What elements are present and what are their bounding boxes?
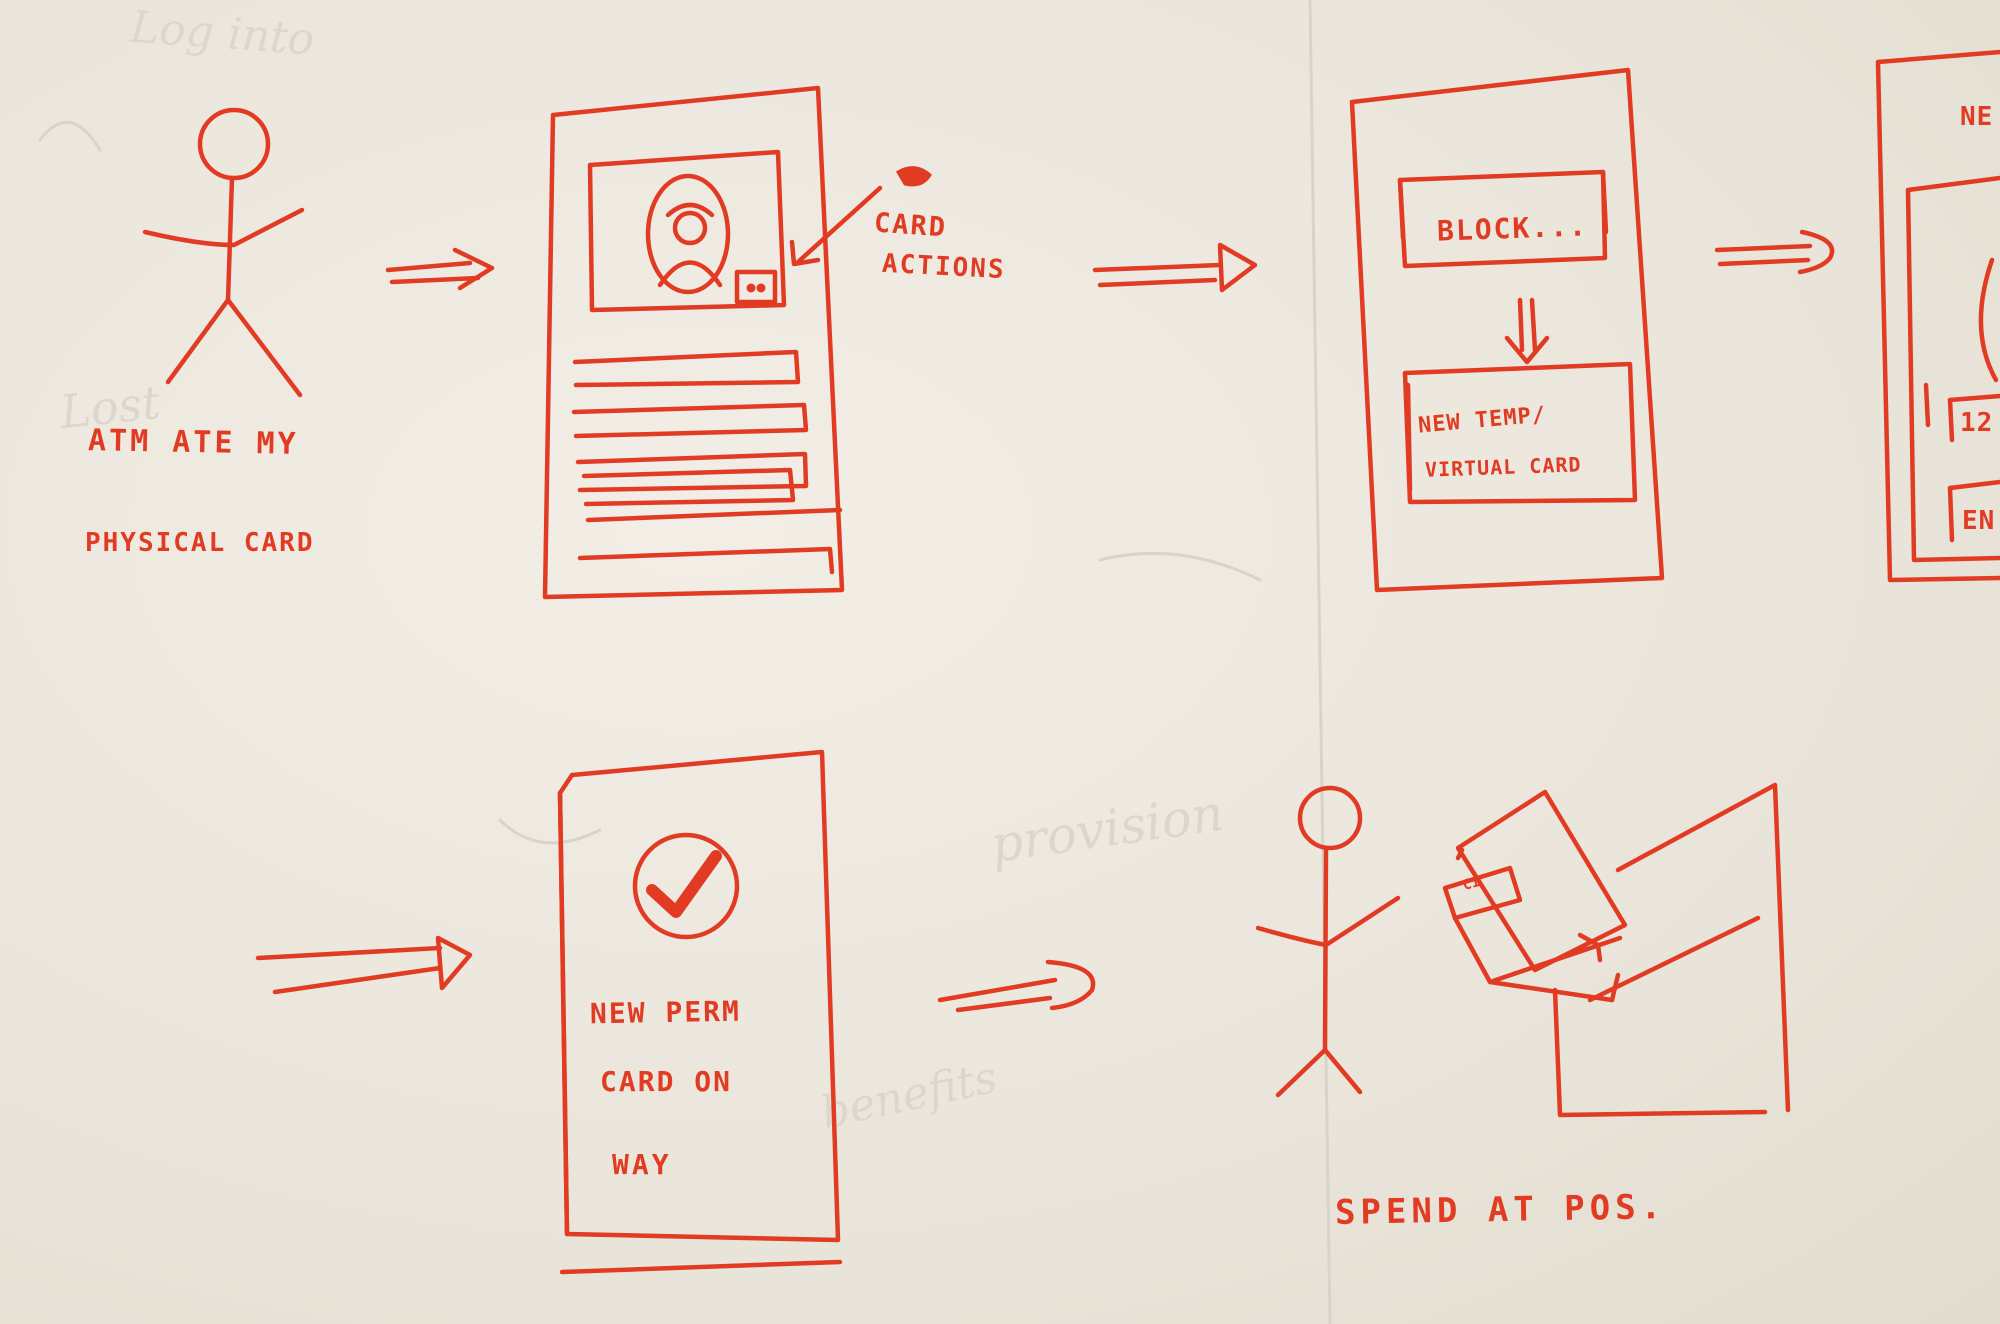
card-actions-label-line2: ACTIONS bbox=[881, 248, 1007, 286]
block-button-label: BLOCK... bbox=[1436, 209, 1589, 248]
phone-block-screen bbox=[1349, 67, 1665, 593]
arrow-icon bbox=[385, 247, 495, 291]
step1-caption-line1: ATM ATE MY bbox=[87, 423, 299, 462]
spend-at-pos-caption: SPEND AT POS. bbox=[1334, 1187, 1667, 1233]
new-perm-card-line3: WAY bbox=[612, 1148, 672, 1181]
partial-screen-ne: NE bbox=[1960, 102, 1994, 132]
step1-caption-line2: PHYSICAL CARD bbox=[85, 528, 315, 558]
arrow-icon bbox=[937, 959, 1096, 1013]
arrow-icon bbox=[1092, 242, 1258, 293]
stick-figure-atm bbox=[142, 107, 305, 398]
arrow-icon bbox=[255, 935, 473, 995]
card-actions-pointer bbox=[789, 166, 932, 267]
partial-screen-en: EN bbox=[1962, 506, 1996, 536]
stick-figure-pos bbox=[1255, 785, 1401, 1098]
card-actions-label-line1: CARD bbox=[873, 207, 949, 244]
partial-screen-12: 12 bbox=[1960, 408, 1994, 438]
new-perm-card-line1: NEW PERM bbox=[589, 994, 742, 1031]
phone-confirmation-screen bbox=[557, 749, 843, 1275]
pos-terminal-icon bbox=[1442, 782, 1791, 1118]
arrow-icon bbox=[1714, 229, 1835, 275]
phone-partial-screen bbox=[1875, 49, 2000, 583]
new-perm-card-line2: CARD ON bbox=[600, 1065, 733, 1098]
phone-card-screen bbox=[542, 85, 845, 600]
